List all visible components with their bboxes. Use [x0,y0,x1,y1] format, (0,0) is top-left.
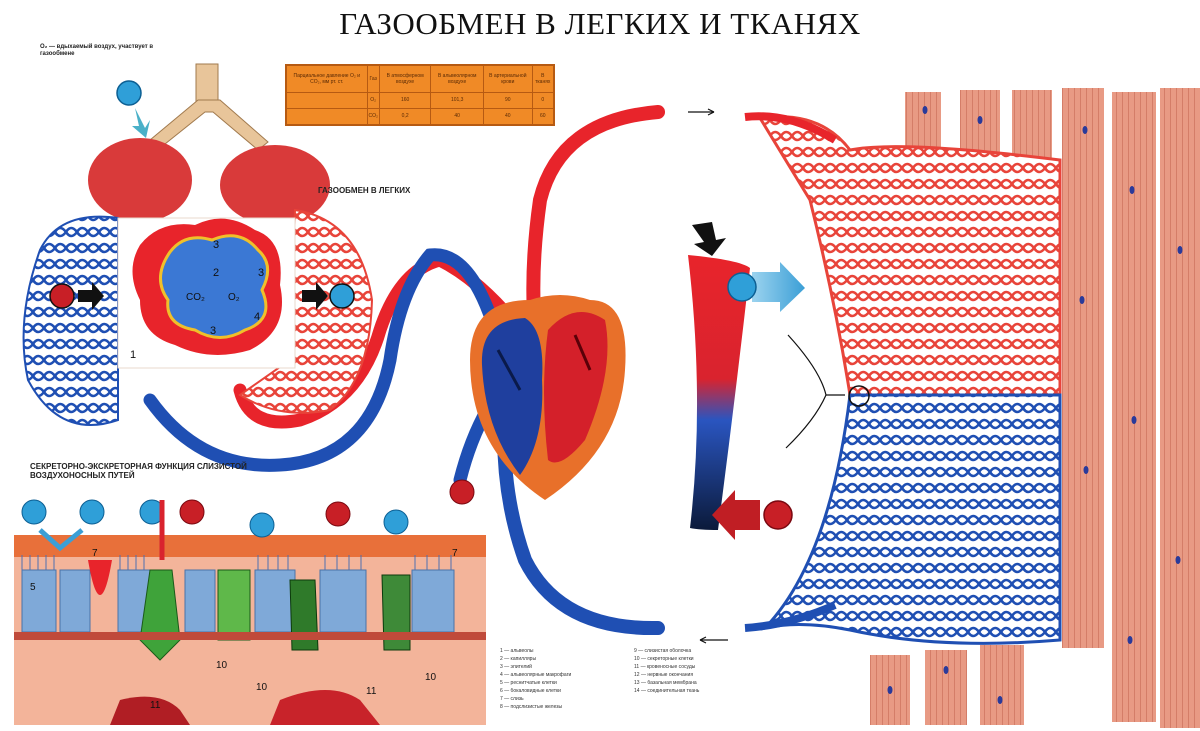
table-header-row: Парциальное давление O₂ и CO₂, мм рт. ст… [286,65,555,93]
arrow-right-icon [302,282,328,310]
mucosa-label: 10 [216,660,228,671]
flow-arrows [688,108,728,644]
arrow-right-icon [78,282,104,310]
arrow-down-icon [692,222,726,256]
top-left-note: O₂ — вдыхаемый воздух, участвует в газоо… [40,44,154,57]
mucosa-label: 10 [425,672,437,683]
table-row: CO₂ 0,2 40 40 60 [286,107,555,126]
o2-molecule-icon [79,499,105,525]
table-cell: В атмосферном воздухе [378,65,432,93]
lungs-caption: ГАЗООБМЕН В ЛЕГКИХ [318,186,411,195]
mucosa-label: 10 [256,682,268,693]
table-cell: CO₂ [366,107,380,126]
table-cell: 60 [531,107,555,126]
alveolus-label: 4 [254,311,260,323]
table-cell: O₂ [366,91,380,109]
o2-molecule-icon [116,80,142,106]
o2-label: O₂ [228,292,240,303]
arrow-down-icon [132,108,150,138]
o2-molecule-icon [21,499,47,525]
alveolus-label: 3 [210,325,216,337]
legend-item: 8 — подслизистые железы [500,704,563,710]
mucosa-panel: 5 7 7 10 10 10 11 11 [14,479,486,725]
table-cell: 101,3 [430,91,485,109]
legend-item: 6 — бокаловидные клетки [500,688,561,694]
table-cell [286,91,368,109]
legend-item: 14 — соединительная ткань [634,688,700,694]
blood-gradient-band [688,108,805,644]
legend-column-right: 9 — слизистая оболочка 10 — секреторные … [634,648,762,696]
table-row: O₂ 160 101,3 90 0 [286,91,555,109]
alveolus-label: 1 [130,349,136,361]
mucosa-label: 5 [30,582,36,593]
legend-item: 10 — секреторные клетки [634,656,694,662]
table-cell: 40 [483,107,533,126]
legend-item: 7 — слизь [500,696,524,702]
tissue-capillary-net [744,112,1062,645]
legend-item: 11 — кровеносные сосуды [634,664,696,670]
legend-item: 3 — эпителий [500,664,532,670]
table-cell: 40 [430,107,485,126]
co2-molecule-icon [325,501,351,527]
legend-item: 12 — нервные окончания [634,672,694,678]
legend-item: 2 — капилляры [500,656,537,662]
o2-molecule-icon [249,512,275,538]
co2-uptake-arrow-icon [712,490,793,540]
table-cell: 0 [531,91,555,109]
mucosa-label: 7 [452,548,458,559]
legend-column-left: 1 — альвеолы 2 — капилляры 3 — эпителий … [500,648,628,712]
co2-molecule-icon [49,283,75,309]
table-cell: Газ [366,65,380,93]
lungs: 3 2 3 3 4 1 CO₂ O₂ [22,63,374,426]
table-cell: 160 [378,91,432,109]
legend-item: 5 — реснитчатые клетки [500,680,557,686]
legend-item: 13 — базальная мембрана [634,680,697,686]
table-cell: 90 [483,91,533,109]
legend-item: 4 — альвеолярные макрофаги [500,672,572,678]
mucosa-caption: СЕКРЕТОРНО-ЭКСКРЕТОРНАЯ ФУНКЦИЯ СЛИЗИСТО… [30,462,247,480]
table-cell [286,107,368,126]
o2-molecule-icon [383,509,409,535]
zoom-circle-icon [848,385,870,407]
alveolus-label: 3 [258,267,264,279]
table-cell: В тканях [531,65,555,93]
o2-molecule-icon [329,283,355,309]
legend-item: 1 — альвеолы [500,648,534,654]
mucosa-label: 7 [92,548,98,559]
legend: 1 — альвеолы 2 — капилляры 3 — эпителий … [500,648,760,720]
pressure-table: Парциальное давление O₂ и CO₂, мм рт. ст… [285,64,555,126]
legend-item: 9 — слизистая оболочка [634,648,692,654]
alveolus-label: 2 [213,267,219,279]
co2-molecule-icon [449,479,475,505]
alveolus-label: 3 [213,239,219,251]
co2-molecule-icon [179,499,205,525]
table-cell: В альвеолярном воздухе [430,65,485,93]
table-cell: Парциальное давление O₂ и CO₂, мм рт. ст… [286,65,368,93]
muscle-fibers [870,88,1200,728]
table-cell: В артериальной крови [483,65,533,93]
page-title: ГАЗООБМЕН В ЛЕГКИХ И ТКАНЯХ [339,6,861,41]
mucosa-label: 11 [366,686,377,697]
co2-label: CO₂ [186,292,205,303]
heart [470,295,626,500]
mucosa-gas-row [21,479,475,560]
mucosa-label: 11 [150,700,161,711]
o2-release-arrow-icon [727,262,805,312]
table-cell: 0,2 [378,107,432,126]
